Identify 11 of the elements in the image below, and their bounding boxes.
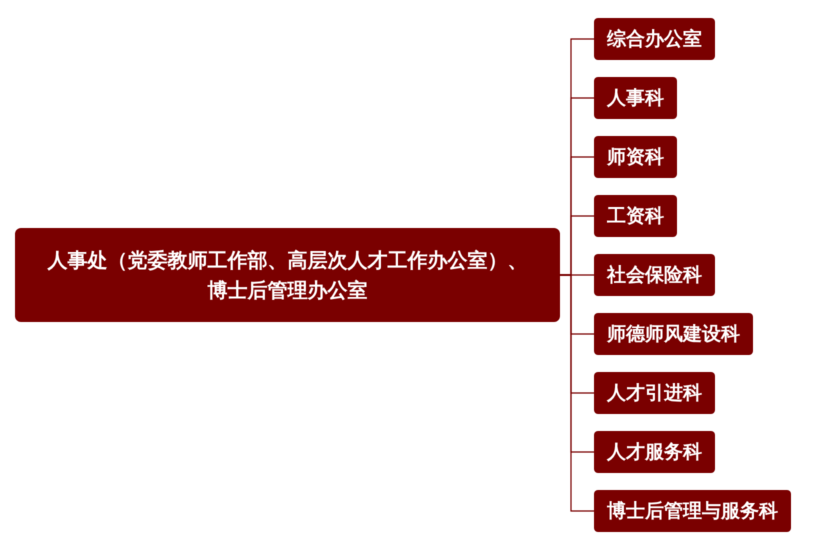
section-box: 人才引进科 xyxy=(594,372,715,414)
section-box: 社会保险科 xyxy=(594,254,715,296)
section-box: 人才服务科 xyxy=(594,431,715,473)
section-box: 综合办公室 xyxy=(594,18,715,60)
department-box: 人事处（党委教师工作部、高层次人才工作办公室）、博士后管理办公室 xyxy=(15,228,560,322)
connector-line xyxy=(560,274,594,512)
section-box: 师资科 xyxy=(594,136,677,178)
section-box: 师德师风建设科 xyxy=(594,313,753,355)
section-box: 博士后管理与服务科 xyxy=(594,490,791,532)
section-box: 人事科 xyxy=(594,77,677,119)
section-box: 工资科 xyxy=(594,195,677,237)
